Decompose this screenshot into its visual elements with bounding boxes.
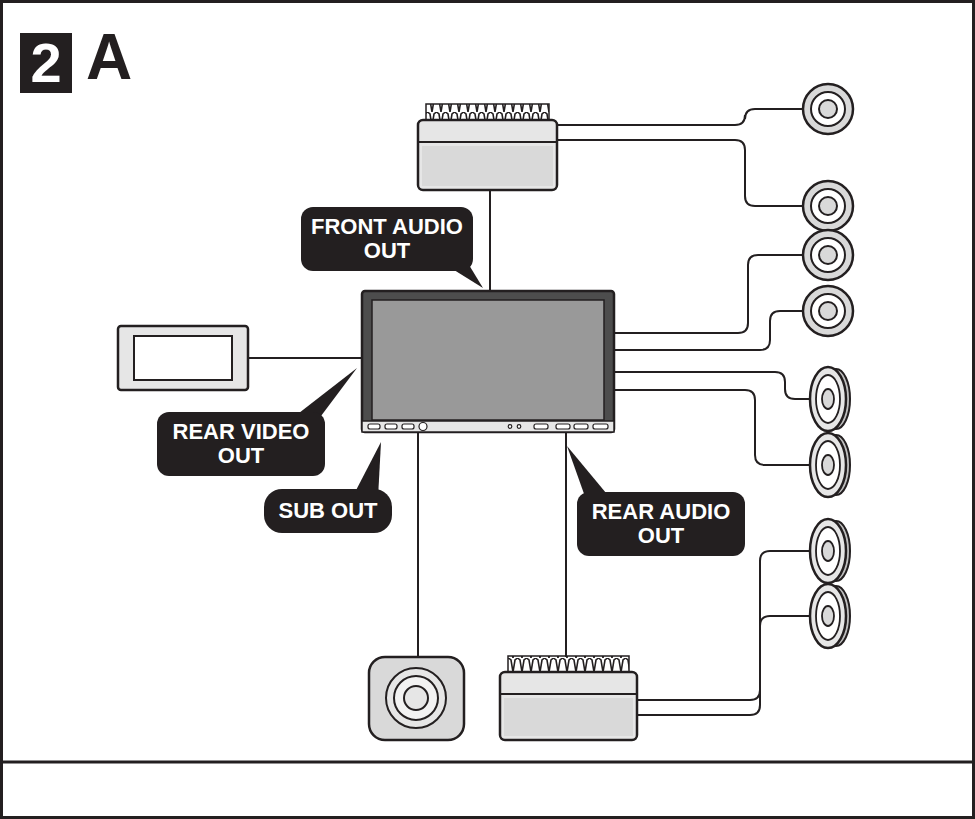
rect-shape xyxy=(362,421,614,432)
circle-shape xyxy=(819,246,837,264)
ellipse-shape xyxy=(816,441,840,489)
circle-shape xyxy=(508,425,512,429)
circle-shape xyxy=(803,286,853,336)
rect-shape xyxy=(504,698,633,736)
ellipse-shape xyxy=(810,584,846,648)
callout-bubble: REAR VIDEO OUT xyxy=(157,412,325,476)
ellipse-shape xyxy=(822,455,834,475)
path-shape xyxy=(614,255,803,333)
rect-shape xyxy=(385,424,397,429)
circle-shape xyxy=(819,100,837,118)
rear-amplifier xyxy=(500,656,637,740)
rect-shape xyxy=(118,326,248,390)
ellipse-shape xyxy=(810,433,846,497)
circle-shape xyxy=(819,197,837,215)
head-unit xyxy=(362,291,614,432)
rect-shape xyxy=(574,424,588,429)
circle-shape xyxy=(803,84,853,134)
ellipse-shape xyxy=(816,592,840,640)
ellipse-shape xyxy=(822,389,834,409)
circle-shape xyxy=(404,686,428,710)
callout-text: REAR AUDIO OUT xyxy=(585,500,737,548)
path-shape xyxy=(614,390,810,465)
circle-shape xyxy=(811,189,845,223)
rect-shape xyxy=(426,104,549,120)
figure-letter: A xyxy=(86,22,132,92)
speakers xyxy=(803,84,853,648)
callout-pointers xyxy=(290,260,616,505)
g-shape xyxy=(368,423,608,431)
rect-shape xyxy=(418,120,557,190)
line-shape xyxy=(418,141,557,143)
path-shape xyxy=(557,140,803,206)
rect-shape xyxy=(372,300,604,420)
circle-shape xyxy=(803,230,853,280)
ellipse-shape xyxy=(810,519,846,583)
rect-shape xyxy=(508,656,629,672)
line-shape xyxy=(248,357,363,359)
callout-text: REAR VIDEO OUT xyxy=(165,420,317,468)
rect-shape xyxy=(422,146,553,186)
callout-bubble: FRONT AUDIO OUT xyxy=(301,207,473,271)
path-shape xyxy=(614,311,803,350)
circle-shape xyxy=(803,181,853,231)
circle-shape xyxy=(819,302,837,320)
rect-shape xyxy=(362,291,614,432)
figure-number-text: 2 xyxy=(30,35,61,91)
line-shape xyxy=(417,432,419,657)
path-shape xyxy=(614,372,810,399)
circle-shape xyxy=(394,676,438,720)
rect-shape xyxy=(369,657,464,740)
circle-shape xyxy=(811,238,845,272)
figure-number: 2 xyxy=(20,33,72,93)
callout-text: FRONT AUDIO OUT xyxy=(309,215,465,263)
circle-shape xyxy=(811,294,845,328)
rect-shape xyxy=(534,424,548,429)
rect-shape xyxy=(593,424,608,429)
callout-bubble: REAR AUDIO OUT xyxy=(577,492,745,556)
circle-shape xyxy=(386,668,446,728)
path-shape xyxy=(637,616,810,715)
circle-shape xyxy=(517,425,521,429)
ellipse-shape xyxy=(822,606,834,626)
rear-monitor xyxy=(118,326,248,390)
ellipse-shape xyxy=(816,527,840,575)
rect-shape xyxy=(402,424,414,429)
front-amplifier xyxy=(418,104,557,190)
ellipse-shape xyxy=(822,541,834,561)
ellipse-shape xyxy=(810,367,846,431)
line-shape xyxy=(500,693,637,695)
callout-text: SUB OUT xyxy=(279,499,378,523)
circle-shape xyxy=(811,92,845,126)
rect-shape xyxy=(368,424,380,429)
path-shape xyxy=(637,551,810,700)
ellipse-shape xyxy=(816,375,840,423)
rect-shape xyxy=(556,424,570,429)
line-shape xyxy=(0,761,975,764)
path-shape xyxy=(557,109,803,125)
subwoofer xyxy=(369,657,464,740)
line-shape xyxy=(565,432,567,657)
circle-shape xyxy=(419,423,427,431)
line-shape xyxy=(489,190,491,292)
rect-shape xyxy=(134,336,232,380)
rect-shape xyxy=(500,672,637,740)
callout-bubble: SUB OUT xyxy=(264,489,392,533)
